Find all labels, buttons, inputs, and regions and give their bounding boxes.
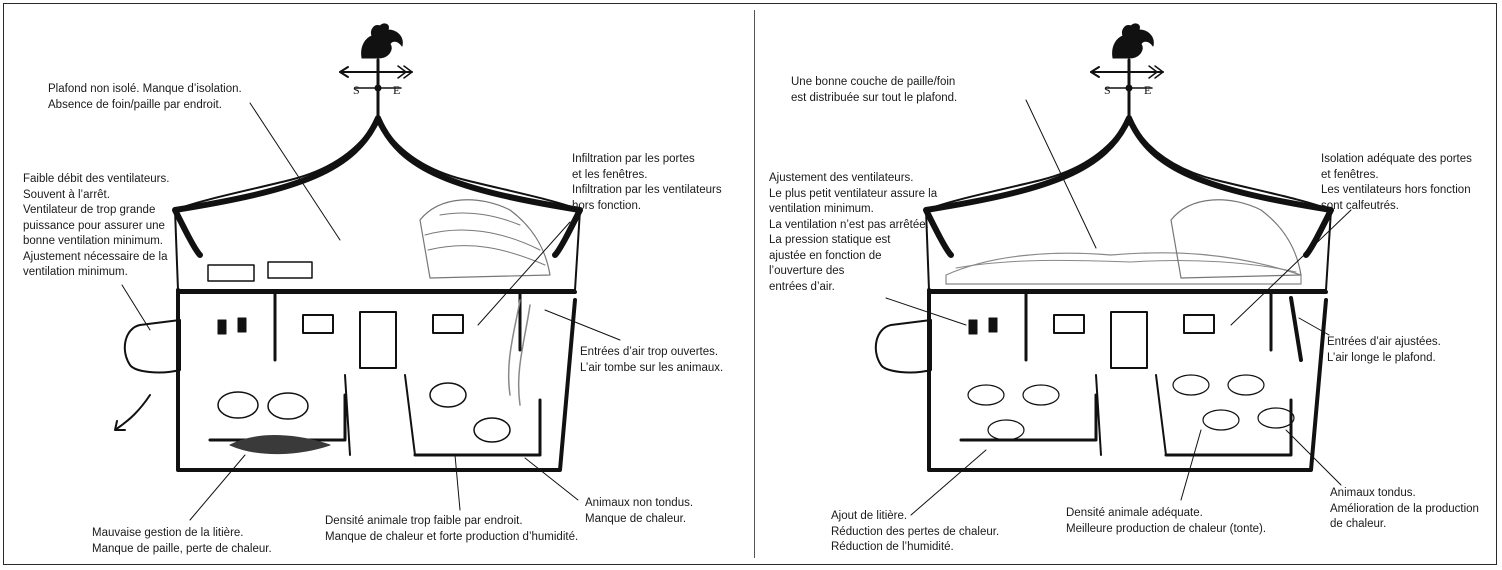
window (1054, 315, 1084, 333)
label-animal-density-adequate: Densité animale adéquate. Meilleure prod… (1066, 506, 1266, 537)
roof-outline (926, 118, 1331, 290)
label-animals-shorn: Animaux tondus. Amélioration de la produ… (1330, 486, 1479, 533)
hay-pile-icon (1171, 200, 1301, 278)
label-litter-management: Mauvaise gestion de la litière. Manque d… (92, 526, 272, 557)
compass-east-label: E (393, 83, 400, 97)
label-infiltration: Infiltration par les portes et les fenêt… (572, 152, 722, 214)
insulation-panel (268, 262, 312, 278)
fan-vent (969, 320, 977, 334)
label-fan-adjustment: Ajustement des ventilateurs. Le plus pet… (769, 171, 937, 295)
sheep-icon (218, 383, 510, 442)
fan-vent (989, 318, 997, 332)
fan-vent (218, 320, 226, 334)
label-animals-unshorn: Animaux non tondus. Manque de chaleur. (585, 496, 693, 527)
rooster-icon (362, 24, 403, 58)
label-insulation-adequate: Isolation adéquate des portes et fenêtre… (1321, 152, 1472, 214)
central-aisle (345, 375, 415, 455)
rooster-icon (1113, 24, 1154, 58)
weathervane-icon (340, 60, 412, 120)
sheep-icon (968, 375, 1294, 440)
label-air-inlets-too-open: Entrées d’air trop ouvertes. L’air tombe… (580, 345, 723, 376)
insulation-panel (208, 265, 254, 281)
barn-door (1111, 312, 1147, 368)
roof-outline (175, 118, 580, 290)
label-litter-added: Ajout de litière. Réduction des pertes d… (831, 509, 999, 556)
exhaust-fan-icon (876, 320, 931, 372)
central-aisle (1096, 375, 1166, 455)
right-panel-good-conditions: S E Une bonne couche de paille/foin est … (751, 0, 1502, 570)
fan-vent (238, 318, 246, 332)
label-ceiling-hay-layer: Une bonne couche de paille/foin est dist… (791, 75, 957, 106)
compass-east-label: E (1144, 83, 1151, 97)
wet-litter-icon (230, 436, 330, 454)
pen-floor-left (961, 395, 1291, 455)
label-ceiling-insulation: Plafond non isolé. Manque d’isolation. A… (48, 82, 242, 113)
window (433, 315, 463, 333)
compass-west-label: S (1104, 83, 1111, 97)
barn-door (360, 312, 396, 368)
hay-layer-icon (946, 253, 1301, 284)
barn-walls (929, 290, 1326, 470)
weathervane-icon (1091, 60, 1163, 120)
window (303, 315, 333, 333)
air-inlet-baffle (1291, 298, 1301, 360)
label-animal-density-low: Densité animale trop faible par endroit.… (325, 514, 578, 545)
exhaust-fan-icon (125, 320, 180, 372)
compass-west-label: S (353, 83, 360, 97)
label-fan-issues: Faible débit des ventilateurs. Souvent à… (23, 172, 169, 281)
left-panel-poor-conditions: S E Plafond non isolé. Manque d’isolatio… (0, 0, 751, 570)
window (1184, 315, 1214, 333)
label-air-inlets-adjusted: Entrées d’air ajustées. L’air longe le p… (1327, 335, 1441, 366)
